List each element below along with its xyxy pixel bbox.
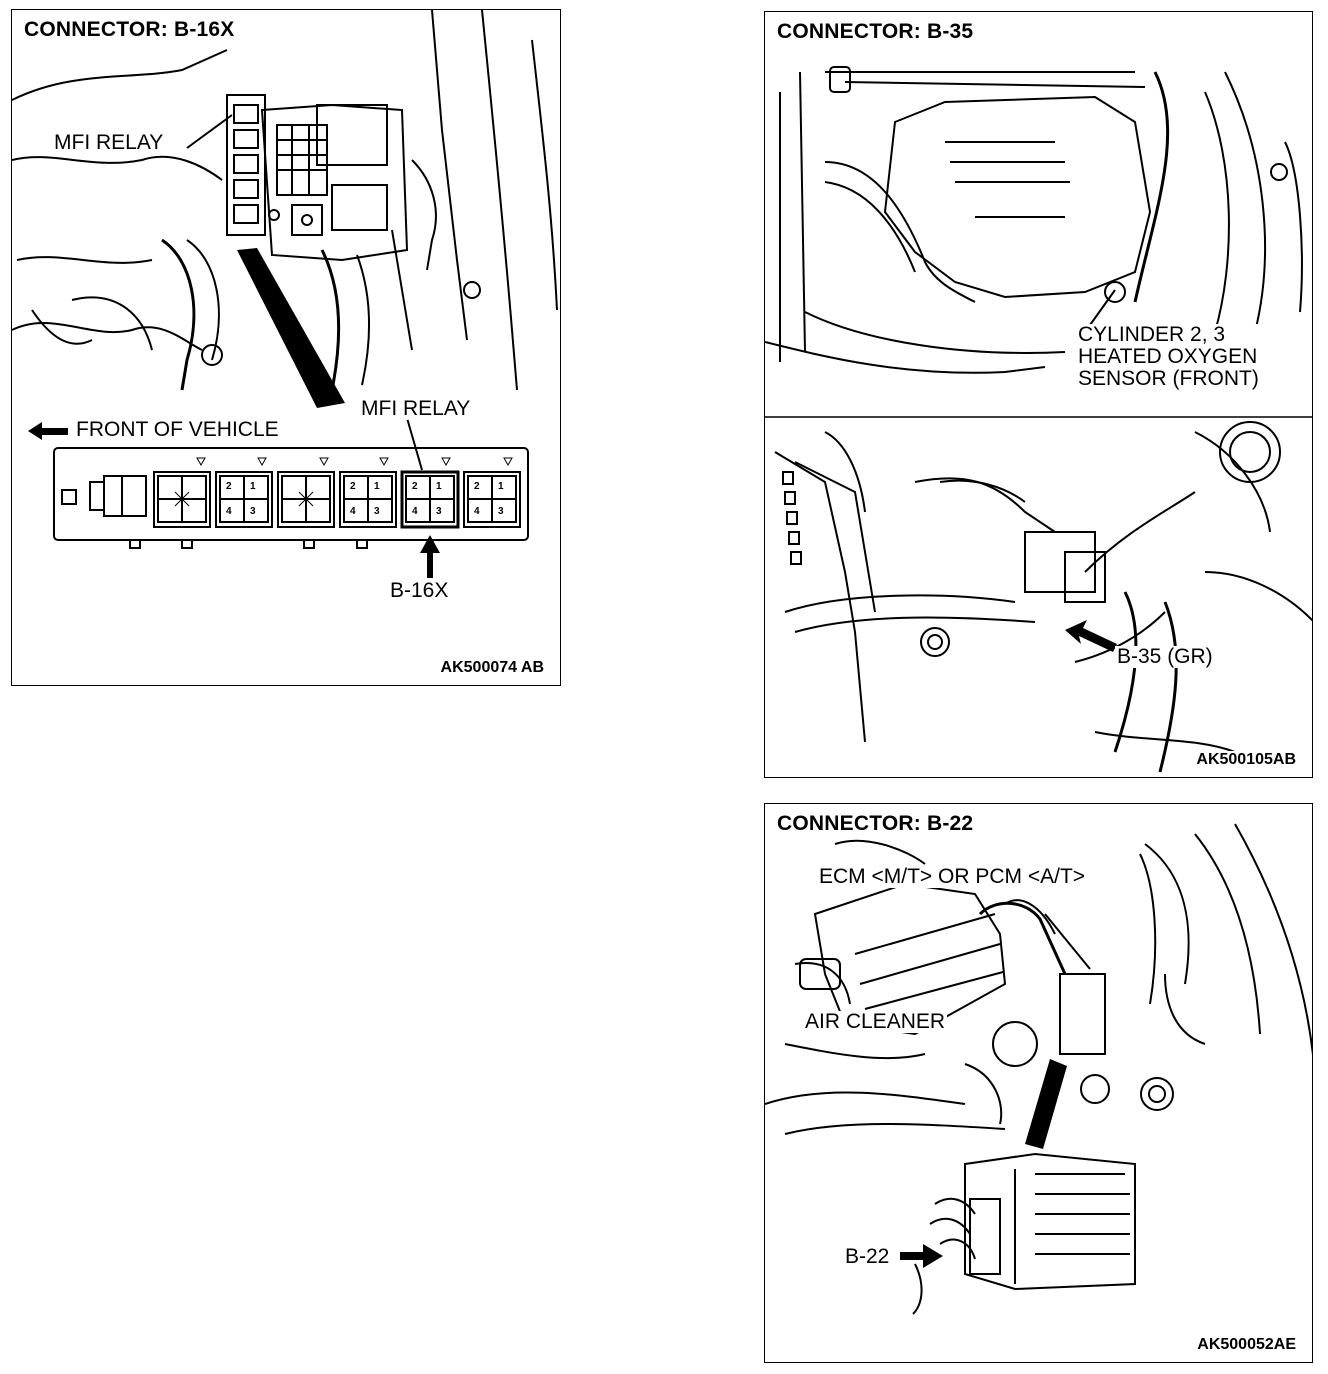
relay-socket-2 (215, 457, 273, 528)
pin-label: 1 (374, 481, 380, 492)
arrow-diagonal-icon (1065, 620, 1117, 652)
air-cleaner-label: AIR CLEANER (803, 1010, 948, 1033)
pin-label: 3 (436, 506, 442, 517)
relay-socket-6 (463, 457, 521, 528)
pin-label: 4 (412, 506, 418, 517)
pin-label: 3 (498, 506, 504, 517)
arrow-up-icon (420, 535, 440, 578)
connector-label: B-16X (388, 579, 451, 602)
mfi-relay-label-diagram: MFI RELAY (359, 397, 473, 420)
figure-code: AK500052AE (1195, 1336, 1298, 1354)
mfi-relay-label-top: MFI RELAY (52, 131, 166, 154)
pin-label: 2 (412, 481, 418, 492)
panel-connector-b22: CONNECTOR: B-22 ECM <M/T> OR PCM <A/T> A… (764, 803, 1313, 1363)
pin-label: 1 (250, 481, 256, 492)
figure-code: AK500074 AB (438, 659, 546, 677)
arrow-right-icon (900, 1244, 943, 1268)
connector-label: B-22 (843, 1245, 892, 1268)
pin-label: 3 (250, 506, 256, 517)
relay-socket-5-mfi (400, 457, 460, 529)
pin-label: 1 (436, 481, 442, 492)
relay-socket-4 (339, 457, 397, 528)
connector-label: B-35 (GR) (1115, 645, 1215, 668)
relay-block-outline (53, 447, 529, 541)
pin-label: 2 (350, 481, 356, 492)
pin-label: 2 (226, 481, 232, 492)
panel-title: CONNECTOR: B-16X (22, 18, 237, 42)
sensor-label-line: CYLINDER 2, 3 (1078, 323, 1226, 346)
relay-socket-3 (277, 457, 335, 528)
panel-connector-b35: CONNECTOR: B-35 CYLINDER 2, 3 HEATED OXY… (764, 11, 1313, 778)
panel-connector-b16x: 2 1 4 3 2 1 4 3 2 1 4 3 2 1 4 3 CONNECTO… (11, 9, 561, 686)
figure-code: AK500105AB (1194, 751, 1298, 769)
engine-bay-illustration-b22 (765, 823, 1312, 1315)
sensor-label-line: SENSOR (FRONT) (1078, 367, 1259, 390)
engine-bay-illustration-b16x (12, 10, 558, 471)
pin-label: 2 (474, 481, 480, 492)
pin-label: 4 (226, 506, 232, 517)
pin-label: 1 (498, 481, 504, 492)
relay-block-diagram (28, 422, 529, 578)
panel-title: CONNECTOR: B-35 (775, 20, 976, 44)
front-of-vehicle-label: FRONT OF VEHICLE (74, 418, 281, 441)
panel-title: CONNECTOR: B-22 (775, 812, 976, 836)
ecm-label: ECM <M/T> OR PCM <A/T> (817, 865, 1088, 888)
arrow-left-icon (28, 422, 68, 440)
pin-label: 4 (350, 506, 356, 517)
sensor-label: CYLINDER 2, 3 HEATED OXYGEN SENSOR (FRON… (1076, 324, 1261, 390)
relay-socket-1 (153, 457, 211, 528)
pin-label: 4 (474, 506, 480, 517)
pin-label: 3 (374, 506, 380, 517)
sensor-label-line: HEATED OXYGEN (1078, 345, 1258, 368)
